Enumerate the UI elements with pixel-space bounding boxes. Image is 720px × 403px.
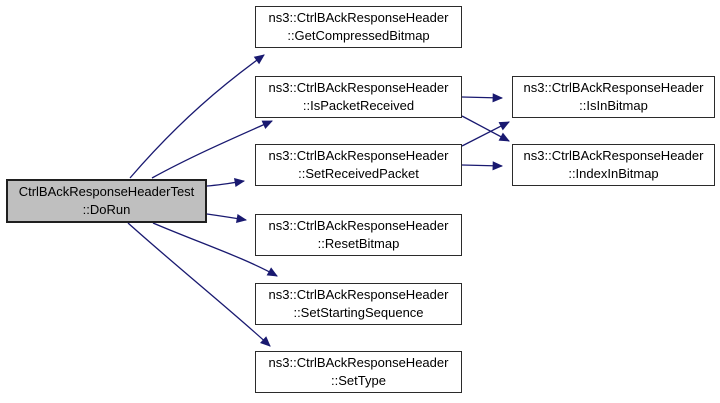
node-resetbitmap[interactable]: ns3::CtrlBAckResponseHeader ::ResetBitma… <box>255 214 462 256</box>
edge-ispacketreceived-to-indexinbitmap <box>461 115 510 142</box>
edge-dorun-to-getcompressedbitmap <box>129 54 265 179</box>
node-label-line1: ns3::CtrlBAckResponseHeader <box>268 148 449 163</box>
node-label-line1: ns3::CtrlBAckResponseHeader <box>523 148 704 163</box>
node-label-line2: ::IsInBitmap <box>579 98 648 113</box>
edge-dorun-to-resetbitmap <box>206 213 248 223</box>
node-label-line1: ns3::CtrlBAckResponseHeader <box>268 287 449 302</box>
node-getcompressedbitmap[interactable]: ns3::CtrlBAckResponseHeader ::GetCompres… <box>255 6 462 48</box>
node-isinbitmap[interactable]: ns3::CtrlBAckResponseHeader ::IsInBitmap <box>512 76 715 118</box>
node-indexinbitmap[interactable]: ns3::CtrlBAckResponseHeader ::IndexInBit… <box>512 144 715 186</box>
node-label-line2: ::GetCompressedBitmap <box>287 28 430 43</box>
node-label-line2: ::IsPacketReceived <box>302 98 415 113</box>
node-settype[interactable]: ns3::CtrlBAckResponseHeader ::SetType <box>255 351 462 393</box>
node-label-line1: ns3::CtrlBAckResponseHeader <box>268 80 449 95</box>
node-label-line2: ::SetStartingSequence <box>293 305 424 320</box>
edge-dorun-to-setstartingsequence <box>152 222 278 277</box>
edge-ispacketreceived-to-isinbitmap <box>461 93 504 103</box>
node-label-line1: ns3::CtrlBAckResponseHeader <box>268 355 449 370</box>
node-label-line1: ns3::CtrlBAckResponseHeader <box>268 218 449 233</box>
node-label-line2: ::SetReceivedPacket <box>298 166 419 181</box>
edge-dorun-to-setreceivedpacket <box>206 178 246 188</box>
node-ispacketreceived[interactable]: ns3::CtrlBAckResponseHeader ::IsPacketRe… <box>255 76 462 118</box>
node-label-line1: ns3::CtrlBAckResponseHeader <box>268 10 449 25</box>
node-label-line2: ::DoRun <box>82 202 131 217</box>
node-dorun: CtrlBAckResponseHeaderTest ::DoRun <box>6 179 207 223</box>
edge-setreceivedpacket-to-isinbitmap <box>461 121 510 147</box>
node-label-line1: CtrlBAckResponseHeaderTest <box>18 184 195 199</box>
node-label-line2: ::IndexInBitmap <box>568 166 659 181</box>
edge-dorun-to-ispacketreceived <box>151 120 273 179</box>
edge-dorun-to-settype <box>127 222 271 347</box>
node-label-line2: ::SetType <box>331 373 386 388</box>
node-label-line2: ::ResetBitmap <box>317 236 400 251</box>
node-setstartingsequence[interactable]: ns3::CtrlBAckResponseHeader ::SetStartin… <box>255 283 462 325</box>
node-label-line1: ns3::CtrlBAckResponseHeader <box>523 80 704 95</box>
edge-setreceivedpacket-to-indexinbitmap <box>461 161 504 171</box>
node-setreceivedpacket[interactable]: ns3::CtrlBAckResponseHeader ::SetReceive… <box>255 144 462 186</box>
